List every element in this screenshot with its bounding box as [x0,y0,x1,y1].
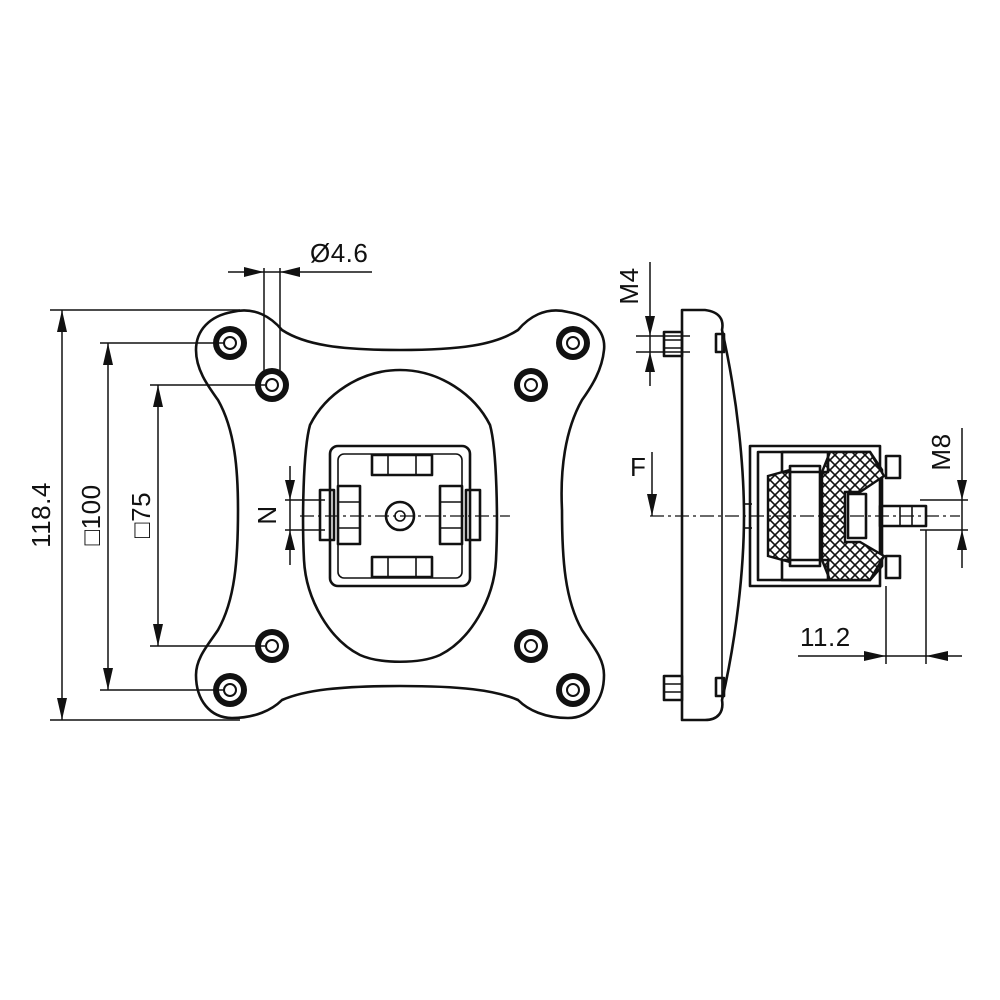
dimension-m8 [920,428,968,568]
clamp-blocks [318,453,482,579]
label-offset-n: N [252,505,282,524]
front-view [50,267,606,721]
dimension-length [798,530,962,664]
label-f: F [630,452,646,482]
dimension-n [285,466,325,565]
label-inner-pattern: □75 [126,492,156,538]
m4-screws [662,330,726,702]
mounting-holes [213,326,590,707]
label-m4: M4 [614,267,644,304]
side-view [636,262,968,722]
clamp-body [744,444,928,588]
label-outer-pattern: □100 [76,484,106,545]
side-plate [680,308,746,722]
label-height: 118.4 [26,482,56,548]
dimension-f [647,452,657,516]
dimension-outer-pattern [100,342,225,691]
dimension-m4 [636,262,690,386]
label-length: 11.2 [800,622,851,652]
label-m8: M8 [926,433,956,470]
plate-outline [194,309,606,720]
label-hole-diameter: Ø4.6 [310,238,368,268]
center-boss [301,368,499,664]
dimension-height [50,309,240,721]
dimension-hole [228,267,372,372]
dimension-inner-pattern [150,384,265,647]
